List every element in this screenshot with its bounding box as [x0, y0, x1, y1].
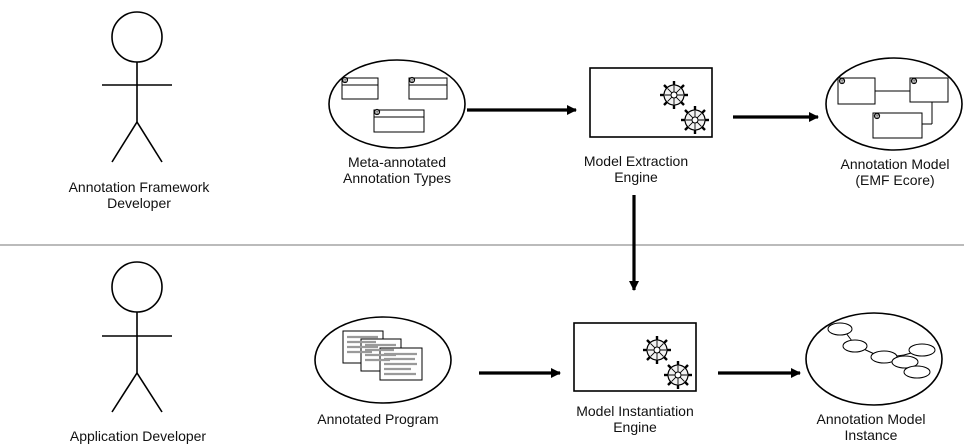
annotation-at-icon: @ — [911, 79, 916, 85]
annotation-at-icon: @ — [409, 78, 414, 84]
model-instantiation-engine-label: Model Instantiation Engine — [576, 403, 694, 435]
application-developer-actor-icon — [102, 261, 172, 413]
annotated-program-label: Annotated Program — [317, 411, 439, 427]
annotation-at-icon: @ — [874, 114, 879, 120]
annotation-model-label: Annotation Model (EMF Ecore) — [840, 156, 950, 188]
meta-annotated-types-label: Meta-annotated Annotation Types — [343, 154, 451, 186]
annotation-at-icon: @ — [374, 110, 379, 116]
application-developer-label: Application Developer — [69, 428, 207, 444]
framework-developer-actor-icon — [102, 11, 172, 163]
meta-annotated-types-icon — [328, 59, 466, 149]
model-extraction-engine-label: Model Extraction Engine — [583, 153, 689, 185]
annotation-model-instance-icon — [805, 312, 943, 406]
annotation-at-icon: @ — [839, 79, 844, 85]
annotation-at-icon: @ — [342, 78, 347, 84]
annotation-model-icon — [825, 57, 963, 151]
model-extraction-engine-icon — [589, 67, 713, 138]
framework-developer-label: Annotation Framework Developer — [68, 179, 210, 211]
annotated-program-icon — [314, 316, 452, 404]
model-instantiation-engine-icon — [573, 322, 697, 392]
annotation-model-instance-label: Annotation Model Instance — [816, 411, 926, 443]
